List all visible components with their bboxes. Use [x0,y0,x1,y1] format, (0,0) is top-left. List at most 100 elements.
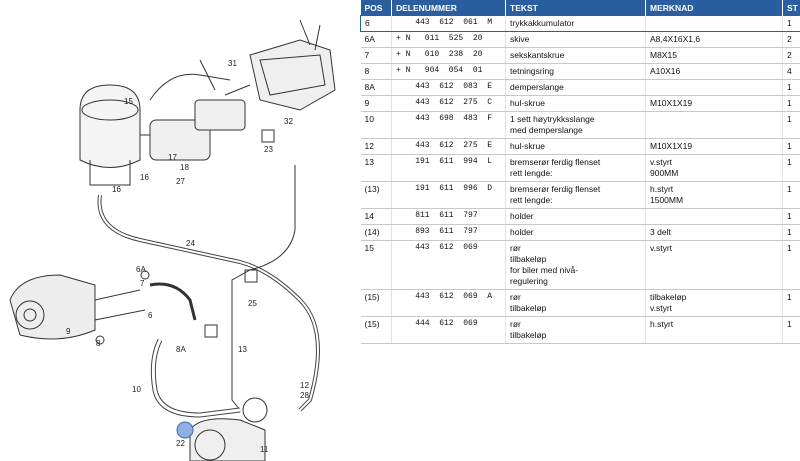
cell-part-number: 443 612 275 E [391,138,506,155]
tekst-line: rett lengde: [510,195,553,205]
cell-pos: (15) [360,289,392,317]
cell-quantity: 4 [782,63,800,80]
cell-quantity: 1 [782,95,800,112]
cell-quantity: 1 [782,181,800,209]
cell-quantity: 1 [782,316,800,344]
cell-part-number: 811 611 797 [391,208,506,225]
callout-label: 17 [168,153,177,162]
tekst-line: holder [510,211,534,221]
cell-merknad: M10X1X19 [645,138,783,155]
merknad-line: v.styrt [650,303,673,313]
merknad-line: M10X1X19 [650,141,693,151]
callout-label: 9 [66,327,71,336]
callout-label: 22 [176,439,185,448]
callout-label: 32 [284,117,293,126]
merknad-line: tilbakeløp [650,292,687,302]
cell-quantity: 1 [782,15,800,32]
merknad-line: 3 delt [650,227,671,237]
column-header-pos[interactable]: POS [360,0,392,16]
cell-merknad: v.styrt [645,240,783,290]
callout-label: 23 [264,145,273,154]
tekst-line: tilbakeløp [510,303,547,313]
callout-label: 18 [180,163,189,172]
callout-label: 15 [124,97,133,106]
tekst-line: rør [510,292,521,302]
callout-label: 16 [112,185,121,194]
parts-list: POS DELENUMMER TEKST MERKNAD ST 6 443 61… [360,0,800,461]
callout-label: 8 [96,339,101,348]
callout-label: 28 [300,391,309,400]
cell-merknad: h.styrt [645,316,783,344]
callout-label: 8A [176,345,186,354]
cell-part-number: 444 612 069 [391,316,506,344]
merknad-line: 1500MM [650,195,684,205]
tekst-line: holder [510,227,534,237]
tekst-line: tilbakeløp [510,330,547,340]
cell-merknad: M8X15 [645,47,783,64]
cell-quantity: 1 [782,111,800,139]
cell-merknad: A10X16 [645,63,783,80]
cell-part-number: 191 611 994 L [391,154,506,182]
tekst-line: rett lengde: [510,168,553,178]
cell-pos: 14 [360,208,392,225]
cell-pos: 7 [360,47,392,64]
cell-tekst: holder [505,224,646,241]
merknad-line: M10X1X19 [650,98,693,108]
cell-merknad [645,208,783,225]
cell-part-number: 443 612 061 M [391,15,506,32]
cell-pos: 8A [360,79,392,96]
exploded-view-drawing: 31 15 16 17 18 16 27 32 23 24 6A 7 8 9 6… [9,19,336,461]
parts-table: POS DELENUMMER TEKST MERKNAD ST 6 443 61… [360,0,800,344]
cell-quantity: 1 [782,208,800,225]
column-header-tekst[interactable]: TEKST [505,0,646,16]
callout-label: 6 [148,311,153,320]
column-header-delenummer[interactable]: DELENUMMER [391,0,506,16]
tekst-line: rør [510,319,521,329]
cell-quantity: 1 [782,289,800,317]
merknad-line: v.styrt [650,157,673,167]
diagram-callouts: 31 15 16 17 18 16 27 32 23 24 6A 7 8 9 6… [66,59,309,454]
callout-label: 16 [140,173,149,182]
cell-quantity: 2 [782,31,800,48]
callout-label: 12 [300,381,309,390]
cell-quantity: 1 [782,138,800,155]
cell-pos: 6 [360,15,392,32]
column-header-merknad[interactable]: MERKNAD [645,0,783,16]
cell-tekst: skive [505,31,646,48]
merknad-line: M8X15 [650,50,677,60]
cell-pos: (15) [360,316,392,344]
tekst-line: for biler med nivå- [510,265,579,275]
cell-pos: 13 [360,154,392,182]
merknad-line: A10X16 [650,66,681,76]
callout-label: 25 [248,299,257,308]
cell-part-number: 893 611 797 [391,224,506,241]
cell-part-number: 443 612 069 A [391,289,506,317]
cell-pos: 10 [360,111,392,139]
cell-merknad [645,111,783,139]
cell-merknad: M10X1X19 [645,95,783,112]
cell-tekst: demperslange [505,79,646,96]
cell-pos: (13) [360,181,392,209]
cell-pos: 6A [360,31,392,48]
column-header-st[interactable]: ST [782,0,800,16]
table-row[interactable]: 14 811 611 797 holder 1 [360,208,800,225]
cell-pos: 12 [360,138,392,155]
cell-tekst: sekskantskrue [505,47,646,64]
cell-quantity: 1 [782,79,800,96]
